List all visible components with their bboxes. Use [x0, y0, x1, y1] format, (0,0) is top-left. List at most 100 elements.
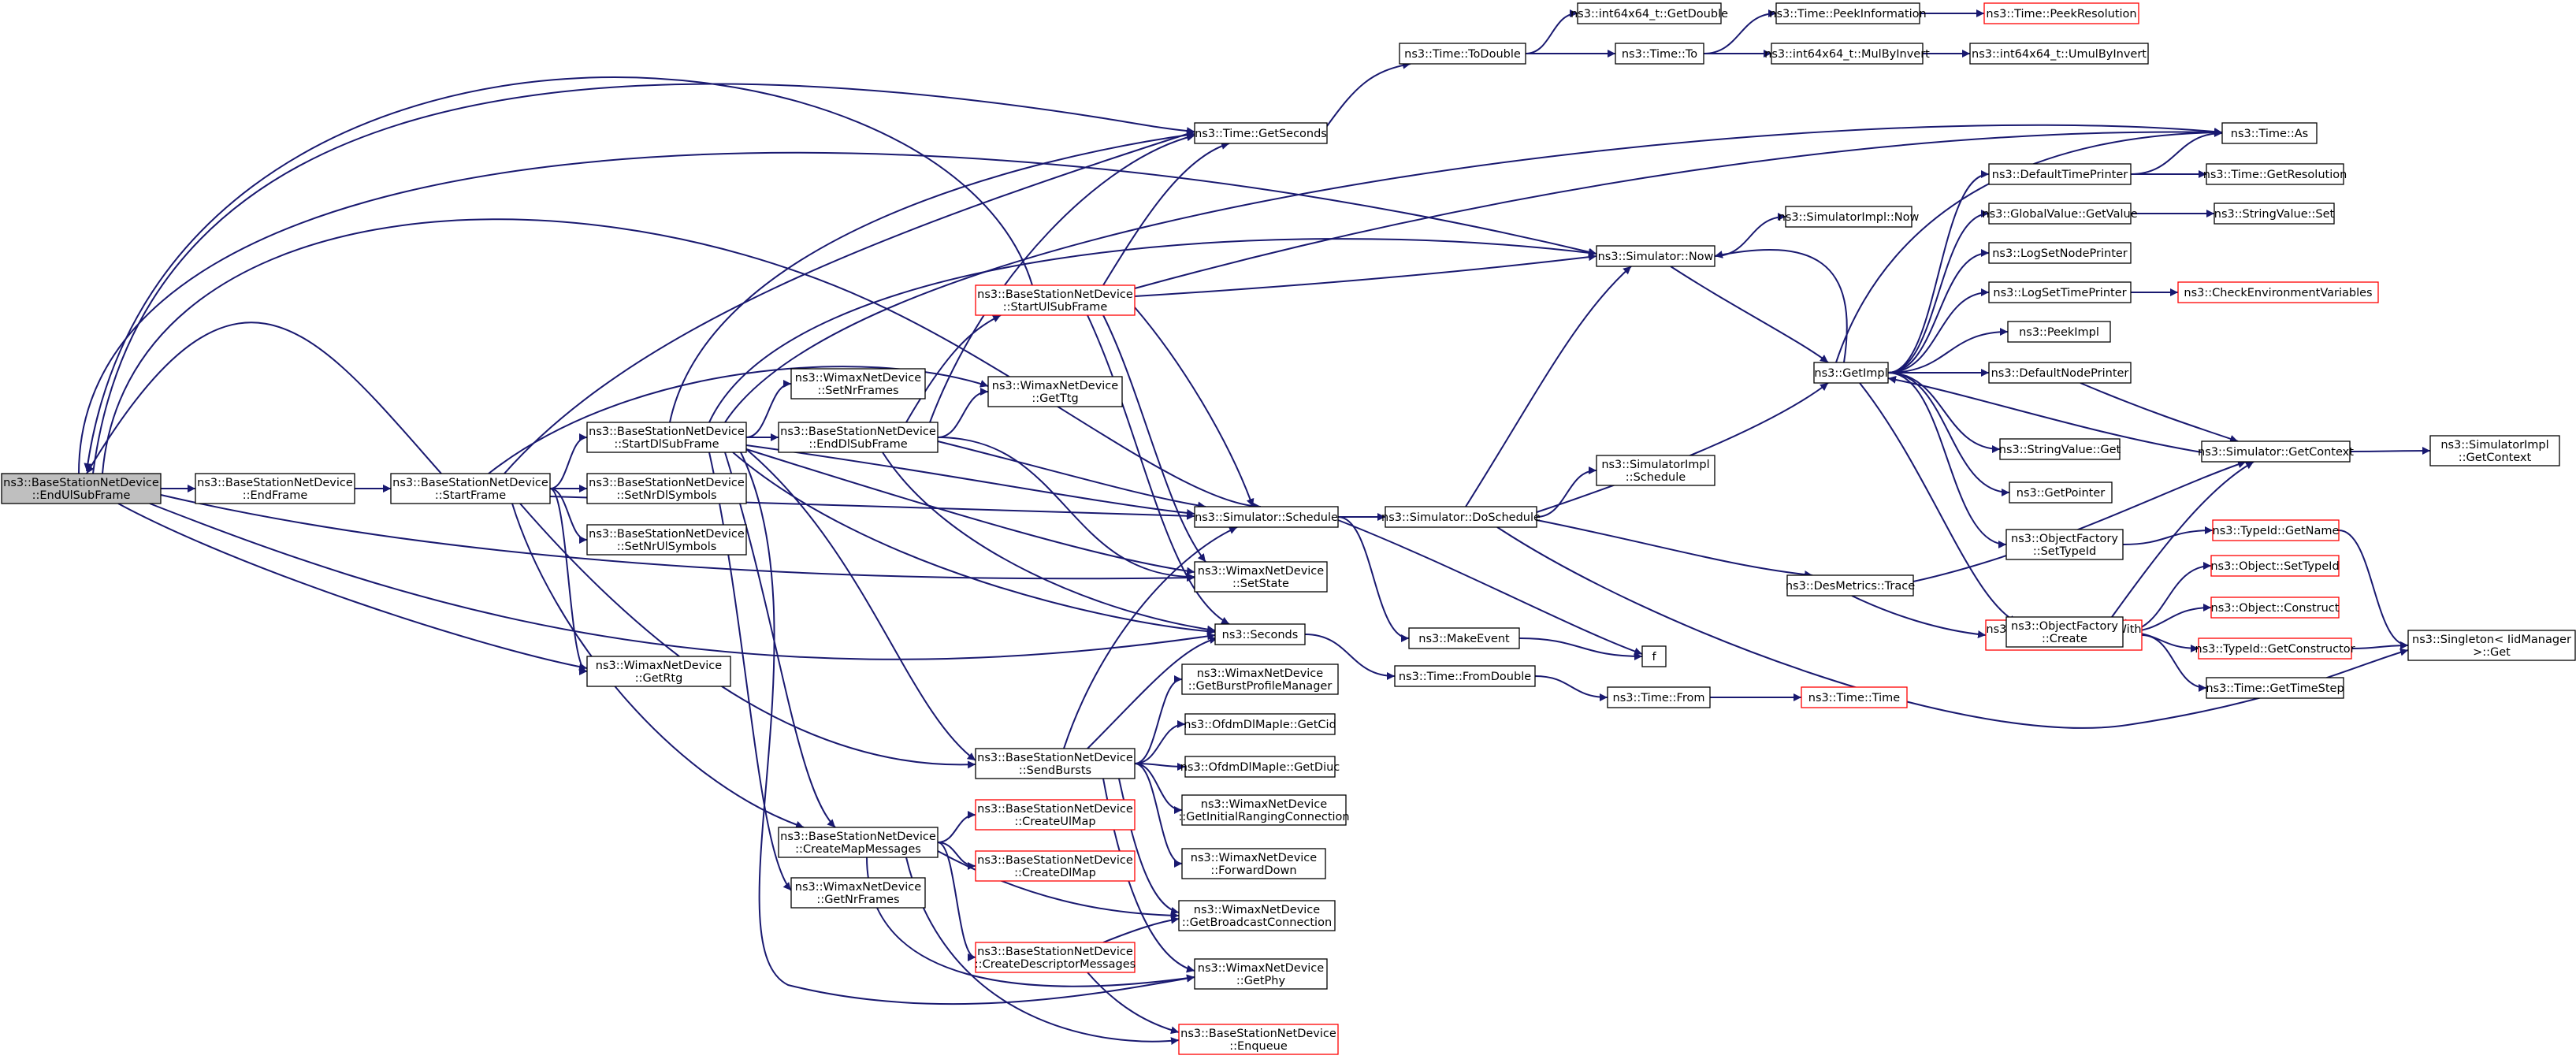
- function-node[interactable]: ns3::BaseStationNetDevice::CreateDescrip…: [975, 942, 1136, 973]
- function-node[interactable]: ns3::Object::SetTypeId: [2210, 555, 2340, 577]
- function-node[interactable]: ns3::WimaxNetDevice::GetTtg: [987, 376, 1123, 407]
- call-edge: [1337, 516, 1410, 642]
- function-node[interactable]: ns3::int64x64_t::UmulByInvert: [1969, 43, 2149, 65]
- node-label: f: [1652, 651, 1656, 663]
- function-node[interactable]: ns3::Seconds: [1214, 623, 1306, 645]
- function-node[interactable]: ns3::SimulatorImpl::Schedule: [1596, 455, 1715, 486]
- function-node[interactable]: ns3::BaseStationNetDevice::StartDlSubFra…: [586, 422, 747, 453]
- function-node[interactable]: ns3::Object::Construct: [2210, 597, 2340, 619]
- function-node[interactable]: ns3::int64x64_t::MulByInvert: [1764, 43, 1930, 65]
- call-edge: [937, 388, 989, 438]
- function-node[interactable]: f: [1641, 645, 1667, 667]
- node-label: ns3::Time::As: [2231, 128, 2308, 140]
- function-node[interactable]: ns3::BaseStationNetDevice::CreateDlMap: [975, 850, 1136, 882]
- function-node[interactable]: ns3::BaseStationNetDevice::EndUlSubFrame: [1, 473, 162, 504]
- node-label: ns3::BaseStationNetDevice: [1180, 1028, 1336, 1040]
- function-node[interactable]: ns3::BaseStationNetDevice::StartFrame: [390, 473, 551, 504]
- function-node[interactable]: ns3::int64x64_t::GetDouble: [1571, 2, 1728, 24]
- function-node[interactable]: ns3::BaseStationNetDevice::SetNrDlSymbol…: [586, 473, 747, 504]
- node-label: ns3::TypeId::GetName: [2213, 525, 2340, 537]
- function-node[interactable]: ns3::TypeId::GetName: [2212, 519, 2340, 541]
- call-edge: [1134, 307, 1255, 507]
- node-label: ns3::BaseStationNetDevice: [977, 803, 1133, 816]
- function-node[interactable]: ns3::BaseStationNetDevice::EndDlSubFrame: [778, 422, 939, 453]
- function-node[interactable]: ns3::Time::To: [1615, 43, 1704, 65]
- function-node[interactable]: ns3::Time::PeekInformation: [1769, 2, 1927, 24]
- node-box: [1801, 686, 1908, 708]
- node-box: [1194, 958, 1328, 990]
- node-label: ns3::Time::PeekInformation: [1769, 8, 1926, 20]
- function-node[interactable]: ns3::Simulator::Schedule: [1194, 506, 1339, 528]
- function-node[interactable]: ns3::Time::GetSeconds: [1194, 122, 1328, 144]
- call-edge: [1703, 9, 1777, 54]
- function-node[interactable]: ns3::BaseStationNetDevice::StartUlSubFra…: [975, 284, 1136, 316]
- call-edge: [724, 452, 836, 828]
- node-label: ns3::BaseStationNetDevice: [392, 477, 548, 489]
- function-node[interactable]: ns3::GlobalValue::GetValue: [1982, 203, 2138, 225]
- function-node[interactable]: ns3::Time::GetResolution: [2203, 163, 2347, 185]
- function-node[interactable]: ns3::WimaxNetDevice::SetNrFrames: [790, 368, 926, 400]
- node-box: [790, 368, 926, 400]
- function-node[interactable]: ns3::WimaxNetDevice::GetInitialRangingCo…: [1178, 794, 1350, 826]
- function-node[interactable]: ns3::DefaultNodePrinter: [1988, 362, 2132, 384]
- function-node[interactable]: ns3::WimaxNetDevice::GetRtg: [586, 656, 731, 687]
- function-node[interactable]: ns3::Time::ToDouble: [1399, 43, 1526, 65]
- function-node[interactable]: ns3::WimaxNetDevice::SetState: [1194, 561, 1328, 593]
- call-edge: [708, 238, 1597, 423]
- call-edge: [78, 151, 1597, 474]
- node-box: [1214, 623, 1306, 645]
- node-label: ns3::BaseStationNetDevice: [589, 528, 745, 541]
- node-label: ::EndFrame: [243, 489, 308, 502]
- function-node[interactable]: ns3::Simulator::DoSchedule: [1381, 506, 1541, 528]
- function-node[interactable]: ns3::LogSetTimePrinter: [1988, 281, 2132, 303]
- function-node[interactable]: ns3::DefaultTimePrinter: [1988, 163, 2132, 185]
- function-node[interactable]: ns3::BaseStationNetDevice::EndFrame: [195, 473, 355, 504]
- function-node[interactable]: ns3::Singleton< IidManager >::Get: [2407, 630, 2576, 661]
- function-node[interactable]: ns3::WimaxNetDevice::GetBurstProfileMana…: [1181, 663, 1339, 695]
- function-node[interactable]: ns3::Time::From: [1607, 686, 1711, 708]
- function-node[interactable]: ns3::Time::As: [2221, 122, 2318, 144]
- function-node[interactable]: ns3::StringValue::Set: [2214, 203, 2335, 225]
- node-box: [390, 473, 551, 504]
- function-node[interactable]: ns3::SimulatorImpl::GetContext: [2429, 435, 2560, 466]
- function-node[interactable]: ns3::BaseStationNetDevice::SendBursts: [975, 748, 1136, 779]
- call-edge: [937, 437, 1195, 581]
- function-node[interactable]: ns3::GetPointer: [2009, 481, 2113, 504]
- function-node[interactable]: ns3::OfdmDlMapIe::GetCid: [1184, 713, 1336, 735]
- function-node[interactable]: ns3::LogSetNodePrinter: [1988, 242, 2132, 264]
- node-box: [1969, 43, 2149, 65]
- function-node[interactable]: ns3::TypeId::GetConstructor: [2195, 637, 2355, 660]
- function-node[interactable]: ns3::Time::FromDouble: [1394, 665, 1536, 687]
- function-node[interactable]: ns3::Simulator::Now: [1596, 245, 1715, 267]
- function-node[interactable]: ns3::WimaxNetDevice::ForwardDown: [1181, 848, 1326, 879]
- function-node[interactable]: ns3::Time::PeekResolution: [1983, 2, 2139, 24]
- node-label: ::GetPhy: [1236, 975, 1286, 987]
- function-node[interactable]: ns3::SimulatorImpl::Now: [1779, 206, 1920, 228]
- function-node[interactable]: ns3::OfdmDlMapIe::GetDiuc: [1180, 756, 1340, 778]
- function-node[interactable]: ns3::Time::GetTimeStep: [2206, 677, 2344, 699]
- function-node[interactable]: ns3::BaseStationNetDevice::SetNrUlSymbol…: [586, 524, 747, 556]
- node-label: ns3::SimulatorImpl: [2440, 439, 2548, 452]
- function-node[interactable]: ns3::PeekImpl: [2007, 321, 2111, 343]
- function-node[interactable]: ns3::StringValue::Get: [1999, 438, 2121, 460]
- function-node[interactable]: ns3::WimaxNetDevice::GetNrFrames: [790, 877, 926, 909]
- function-node[interactable]: ns3::CheckEnvironmentVariables: [2177, 281, 2379, 303]
- function-node[interactable]: ns3::ObjectFactory::Create: [2005, 616, 2124, 648]
- function-node[interactable]: ns3::ObjectFactory::SetTypeId: [2005, 529, 2124, 560]
- call-edge: [1134, 720, 1186, 764]
- function-node[interactable]: ns3::WimaxNetDevice::GetBroadcastConnect…: [1178, 900, 1336, 931]
- function-node[interactable]: ns3::BaseStationNetDevice::CreateUlMap: [975, 799, 1136, 831]
- function-node[interactable]: ns3::BaseStationNetDevice::CreateMapMess…: [778, 827, 939, 858]
- function-node[interactable]: ns3::BaseStationNetDevice::Enqueue: [1178, 1024, 1339, 1055]
- function-node[interactable]: ns3::DesMetrics::Trace: [1786, 574, 1915, 597]
- node-box: [1596, 455, 1715, 486]
- function-node[interactable]: ns3::MakeEvent: [1408, 627, 1520, 649]
- node-label: ns3::DefaultNodePrinter: [1991, 367, 2129, 380]
- function-node[interactable]: ns3::Time::Time: [1801, 686, 1908, 708]
- function-node[interactable]: ns3::Simulator::GetContext: [2198, 440, 2354, 463]
- node-box: [1988, 362, 2132, 384]
- function-node[interactable]: ns3::WimaxNetDevice::GetPhy: [1194, 958, 1328, 990]
- call-edge: [740, 452, 1195, 1005]
- function-node[interactable]: ns3::GetImpl: [1813, 362, 1889, 384]
